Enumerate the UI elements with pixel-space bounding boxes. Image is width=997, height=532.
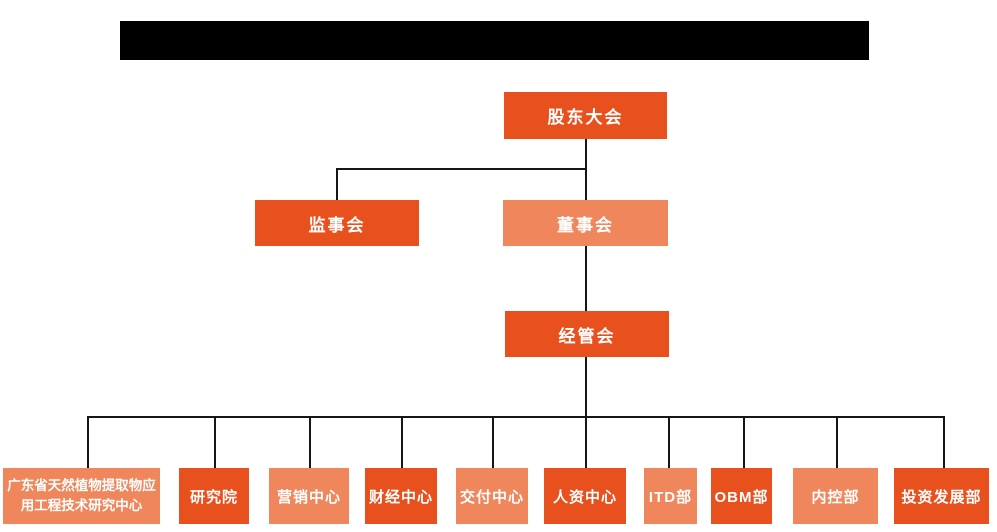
org-node-label: 交付中心: [459, 488, 524, 506]
org-node-label: 营销中心: [276, 488, 341, 506]
org-node-label: 内控部: [811, 488, 860, 506]
org-node-label: 人资中心: [552, 488, 617, 506]
org-node-board-of-directors: 董事会: [503, 200, 668, 246]
org-node-dept-research-center: 广东省天然植物提取物应用工程技术研究中心: [3, 468, 160, 524]
connector-drop-5: [492, 416, 494, 468]
org-node-label: ITD部: [648, 488, 693, 506]
connector-drop-4: [401, 416, 403, 468]
org-node-dept-research-institute: 研究院: [179, 468, 249, 524]
org-node-label: 董事会: [557, 215, 614, 235]
org-node-label: 经管会: [558, 326, 616, 346]
org-node-dept-investment-development: 投资发展部: [894, 468, 989, 524]
connector-drop-6: [585, 416, 587, 468]
org-node-label: 监事会: [308, 215, 366, 235]
org-node-dept-itd: ITD部: [644, 468, 697, 524]
org-node-label: OBM部: [714, 488, 769, 506]
org-node-supervisory-board: 监事会: [255, 200, 419, 246]
connector-management-down: [585, 357, 587, 418]
org-node-dept-finance-center: 财经中心: [365, 468, 437, 524]
org-node-label: 研究院: [189, 488, 238, 506]
connector-drop-1: [87, 416, 89, 468]
org-node-dept-hr-center: 人资中心: [544, 468, 626, 524]
org-node-dept-delivery-center: 交付中心: [456, 468, 528, 524]
connector-distribution-horizontal: [87, 416, 945, 418]
org-node-dept-marketing-center: 营销中心: [269, 468, 349, 524]
org-node-dept-obm: OBM部: [711, 468, 772, 524]
org-node-shareholders-meeting: 股东大会: [504, 92, 667, 139]
org-node-label: 广东省天然植物提取物应用工程技术研究中心: [7, 478, 156, 513]
connector-drop-9: [836, 416, 838, 468]
org-node-management-committee: 经管会: [505, 311, 669, 357]
org-node-dept-internal-control: 内控部: [793, 468, 878, 524]
redacted-title-bar: [120, 21, 869, 60]
org-node-label: 投资发展部: [901, 488, 982, 506]
connector-branch-horizontal: [336, 168, 587, 170]
org-node-label: 财经中心: [368, 488, 433, 506]
connector-drop-2: [214, 416, 216, 468]
connector-drop-8: [743, 416, 745, 468]
connector-drop-7: [668, 416, 670, 468]
connector-supervisors-drop: [336, 168, 338, 200]
connector-drop-10: [943, 416, 945, 468]
connector-directors-management: [585, 246, 587, 311]
org-node-label: 股东大会: [547, 108, 624, 127]
connector-drop-3: [309, 416, 311, 468]
